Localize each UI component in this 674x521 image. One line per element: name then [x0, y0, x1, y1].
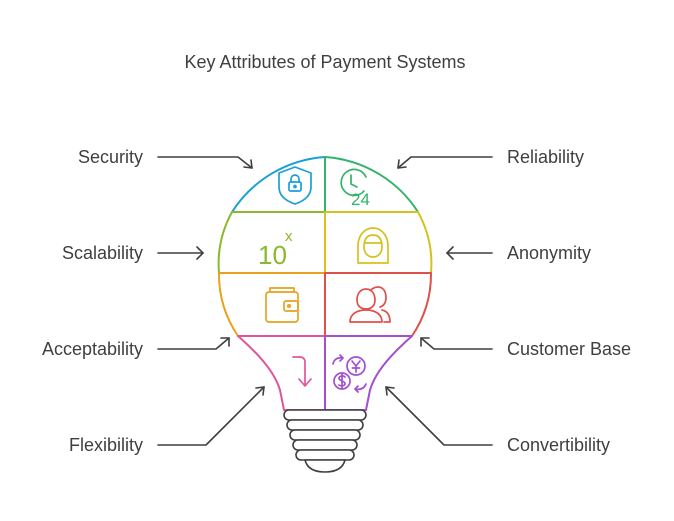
hooded-person-icon	[357, 227, 389, 264]
people-group-icon	[349, 286, 391, 323]
arrow-convertibility	[385, 386, 493, 446]
currency-exchange-icon	[332, 354, 367, 393]
label-flexibility: Flexibility	[69, 435, 143, 455]
reliability-24-text: 24	[351, 190, 370, 209]
lightbulb	[217, 156, 433, 411]
bulb-segment-convertibility	[324, 335, 413, 411]
arrow-customer-base	[420, 337, 493, 350]
ten-power-x-icon: 10 x	[258, 228, 293, 270]
label-scalability: Scalability	[62, 243, 143, 263]
bulb-base	[283, 409, 367, 473]
shield-lock-icon	[278, 166, 312, 205]
label-acceptability: Acceptability	[42, 339, 143, 359]
label-anonymity: Anonymity	[507, 243, 591, 263]
label-reliability: Reliability	[507, 147, 584, 167]
label-security: Security	[78, 147, 143, 167]
arrow-acceptability	[157, 337, 230, 350]
bent-arrow-down-icon	[292, 356, 312, 387]
bulb-segment-acceptability	[217, 272, 326, 337]
arrow-security	[157, 156, 253, 169]
bulb-segment-customer-base	[324, 272, 433, 337]
bulb-segment-reliability	[324, 156, 419, 213]
scalability-power-text: x	[285, 228, 293, 245]
arrow-reliability	[397, 156, 493, 169]
diagram-title: Key Attributes of Payment Systems	[184, 52, 465, 72]
arrow-scalability	[157, 246, 204, 260]
clock-24-icon	[340, 168, 367, 197]
scalability-base-text: 10	[258, 240, 287, 270]
label-convertibility: Convertibility	[507, 435, 610, 455]
arrow-flexibility	[157, 386, 265, 446]
wallet-icon	[265, 287, 299, 323]
arrow-anonymity	[446, 246, 493, 260]
label-customer-base: Customer Base	[507, 339, 631, 359]
